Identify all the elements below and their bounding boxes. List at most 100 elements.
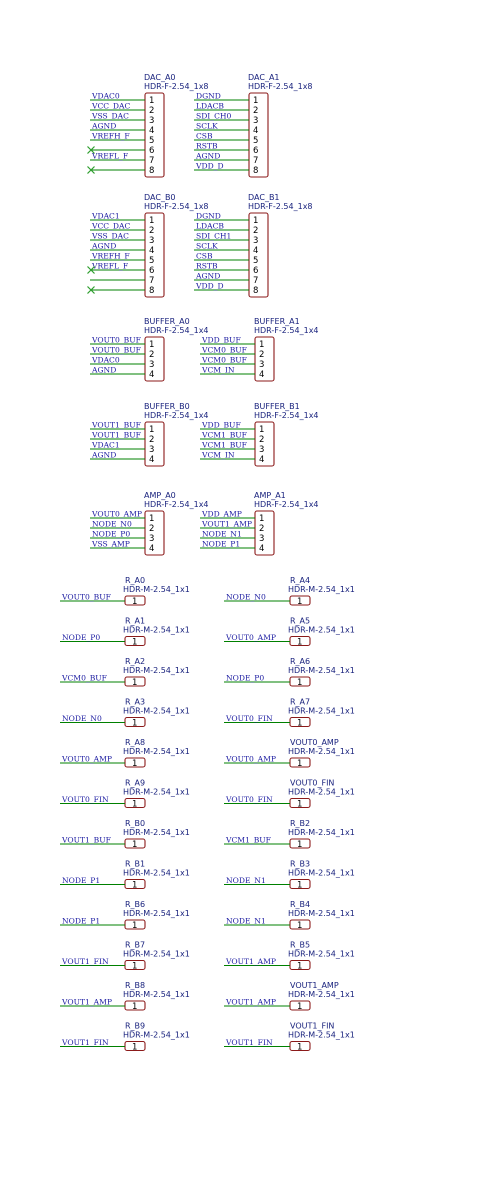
net-label: CSB: [196, 132, 213, 141]
part-value: HDR-M-2.54_1x1: [123, 707, 190, 716]
net-label: VOUT0_AMP: [225, 755, 276, 764]
pin-number: 1: [297, 1043, 302, 1053]
ref-designator: R_B8: [125, 981, 145, 990]
pin-number: 1: [259, 514, 264, 524]
part-value: HDR-M-2.54_1x1: [288, 909, 355, 918]
ref-designator: BUFFER_A0: [144, 317, 190, 326]
pin-number: 1: [132, 921, 137, 931]
pin-number: 6: [149, 266, 154, 276]
pin-number: 2: [259, 350, 264, 360]
ref-designator: R_A9: [125, 779, 145, 788]
pin-number: 1: [297, 881, 302, 891]
ref-designator: DAC_B1: [248, 193, 280, 202]
ref-designator: VOUT1_AMP: [290, 981, 339, 990]
net-label: NODE_P1: [202, 540, 240, 549]
pin-number: 1: [297, 759, 302, 769]
pin-number: 4: [253, 126, 258, 136]
part-value: HDR-M-2.54_1x1: [288, 626, 355, 635]
pin-number: 5: [253, 256, 258, 266]
net-label: NODE_N1: [226, 876, 266, 885]
ref-designator: AMP_A0: [144, 491, 176, 500]
net-label: AGND: [195, 152, 220, 161]
net-label: VOUT1_AMP: [201, 520, 252, 529]
net-label: SDI_CH0: [196, 112, 232, 121]
pin-number: 2: [149, 226, 154, 236]
ref-designator: R_B0: [125, 819, 145, 828]
ref-designator: VOUT0_AMP: [290, 738, 339, 747]
net-label: VOUT0_FIN: [61, 795, 109, 804]
header-body: [144, 92, 165, 178]
header-body: [248, 212, 269, 298]
pin-number: 1: [149, 96, 154, 106]
net-label: VCM_IN: [201, 366, 235, 375]
part-value: HDR-M-2.54_1x1: [288, 585, 355, 594]
net-label: VSS_AMP: [91, 540, 130, 549]
part-value: HDR-F-2.54_1x8: [144, 202, 209, 211]
header-body: [254, 510, 275, 556]
pin-number: 1: [149, 514, 154, 524]
net-label: CSB: [196, 252, 213, 261]
net-label: VREFL_F: [91, 262, 128, 271]
pin-number: 8: [149, 286, 154, 296]
pin-number: 7: [253, 276, 258, 286]
net-label: VDAC1: [91, 441, 120, 450]
net-label: NODE_N1: [226, 917, 266, 926]
net-label: NODE_P1: [62, 917, 100, 926]
net-label: AGND: [91, 122, 116, 131]
pin-number: 3: [259, 360, 264, 370]
pin-number: 5: [149, 256, 154, 266]
part-value: HDR-M-2.54_1x1: [288, 788, 355, 797]
part-value: HDR-M-2.54_1x1: [123, 950, 190, 959]
ref-designator: R_B7: [125, 941, 145, 950]
part-value: HDR-M-2.54_1x1: [123, 990, 190, 999]
pin-number: 5: [253, 136, 258, 146]
net-label: VOUT0_AMP: [61, 755, 112, 764]
header-dac-a1: DAC_A1HDR-F-2.54_1x81DGND2LDACB3SDI_CH04…: [194, 73, 313, 178]
part-value: HDR-M-2.54_1x1: [288, 869, 355, 878]
header-buffer-b1: BUFFER_B1HDR-F-2.54_1x41VDD_BUF2VCM1_BUF…: [200, 402, 319, 467]
net-label: VDAC0: [91, 356, 120, 365]
pin-number: 1: [132, 881, 137, 891]
pin-number: 8: [149, 166, 154, 176]
net-label: SDI_CH1: [196, 232, 231, 241]
pin-number: 1: [297, 840, 302, 850]
part-value: HDR-M-2.54_1x1: [288, 1031, 355, 1040]
part-value: HDR-F-2.54_1x8: [144, 82, 209, 91]
pin-number: 4: [259, 455, 264, 465]
pin-number: 2: [149, 524, 154, 534]
ref-designator: R_A8: [125, 738, 145, 747]
pin-number: 2: [149, 106, 154, 116]
net-label: VOUT0_FIN: [225, 795, 273, 804]
pin-number: 6: [253, 266, 258, 276]
net-label: VOUT0_BUF: [91, 336, 141, 345]
ref-designator: R_A4: [290, 576, 310, 585]
ref-designator: R_A3: [125, 698, 145, 707]
net-label: NODE_P0: [92, 530, 130, 539]
net-label: VREFH_F: [91, 252, 130, 261]
pin-number: 4: [259, 544, 264, 554]
net-label: NODE_P0: [226, 674, 264, 683]
net-label: VOUT0_BUF: [91, 346, 141, 355]
net-label: VOUT1_BUF: [91, 431, 141, 440]
ref-designator: R_A7: [290, 698, 310, 707]
pin-number: 1: [132, 1043, 137, 1053]
part-value: HDR-M-2.54_1x1: [123, 788, 190, 797]
net-label: VCM0_BUF: [61, 674, 107, 683]
pin-number: 6: [253, 146, 258, 156]
net-label: VREFL_F: [91, 152, 128, 161]
pin-number: 4: [149, 126, 154, 136]
ref-designator: R_B4: [290, 900, 310, 909]
header-body: [144, 336, 165, 382]
pin-number: 2: [149, 350, 154, 360]
